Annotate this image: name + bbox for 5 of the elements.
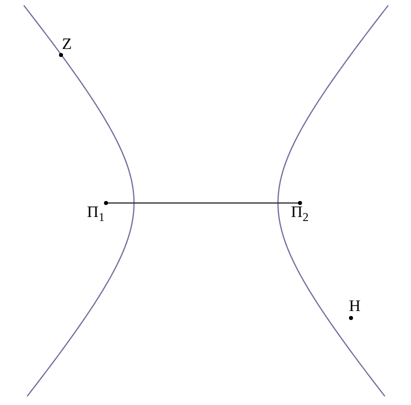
point-label: Z xyxy=(62,37,72,53)
point-label: H xyxy=(349,299,361,315)
line-segment xyxy=(106,202,300,204)
point-label: Π$_{2}$ xyxy=(291,205,309,224)
point-label: Π$_{1}$ xyxy=(87,205,105,224)
